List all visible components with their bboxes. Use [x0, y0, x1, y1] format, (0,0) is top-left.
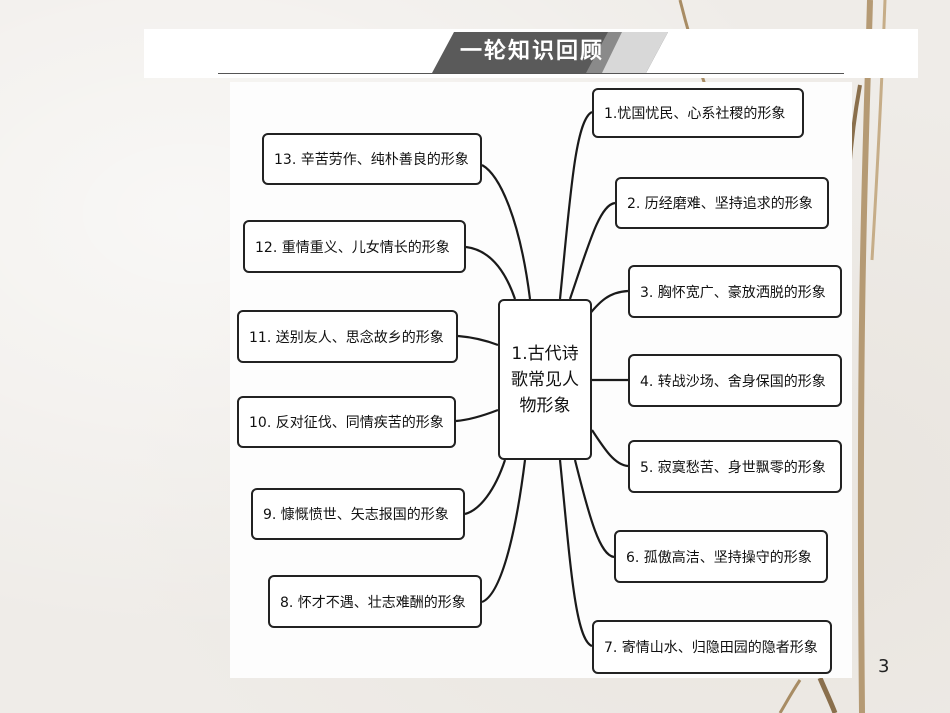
node-right-5: 5. 寂寞愁苦、身世飘零的形象: [628, 440, 842, 493]
node-right-7: 7. 寄情山水、归隐田园的隐者形象: [592, 620, 832, 674]
node-left-10: 10. 反对征伐、同情疾苦的形象: [237, 396, 456, 448]
node-right-3: 3. 胸怀宽广、豪放洒脱的形象: [628, 265, 842, 318]
node-left-9: 9. 慷慨愤世、矢志报国的形象: [251, 488, 465, 540]
node-left-12: 12. 重情重义、儿女情长的形象: [243, 220, 466, 273]
node-left-13: 13. 辛苦劳作、纯朴善良的形象: [262, 133, 482, 185]
page-number: 3: [878, 656, 890, 677]
header-divider: [218, 73, 844, 74]
center-node: 1.古代诗歌常见人物形象: [498, 299, 592, 460]
node-left-8: 8. 怀才不遇、壮志难酬的形象: [268, 575, 482, 628]
node-right-4: 4. 转战沙场、舍身保国的形象: [628, 354, 842, 407]
page-title: 一轮知识回顾: [459, 39, 604, 64]
node-right-1: 1.忧国忧民、心系社稷的形象: [592, 88, 804, 138]
node-left-11: 11. 送别友人、思念故乡的形象: [237, 310, 458, 363]
node-right-6: 6. 孤傲高洁、坚持操守的形象: [614, 530, 828, 583]
node-right-2: 2. 历经磨难、坚持追求的形象: [615, 177, 829, 229]
title-tab: [432, 32, 668, 73]
